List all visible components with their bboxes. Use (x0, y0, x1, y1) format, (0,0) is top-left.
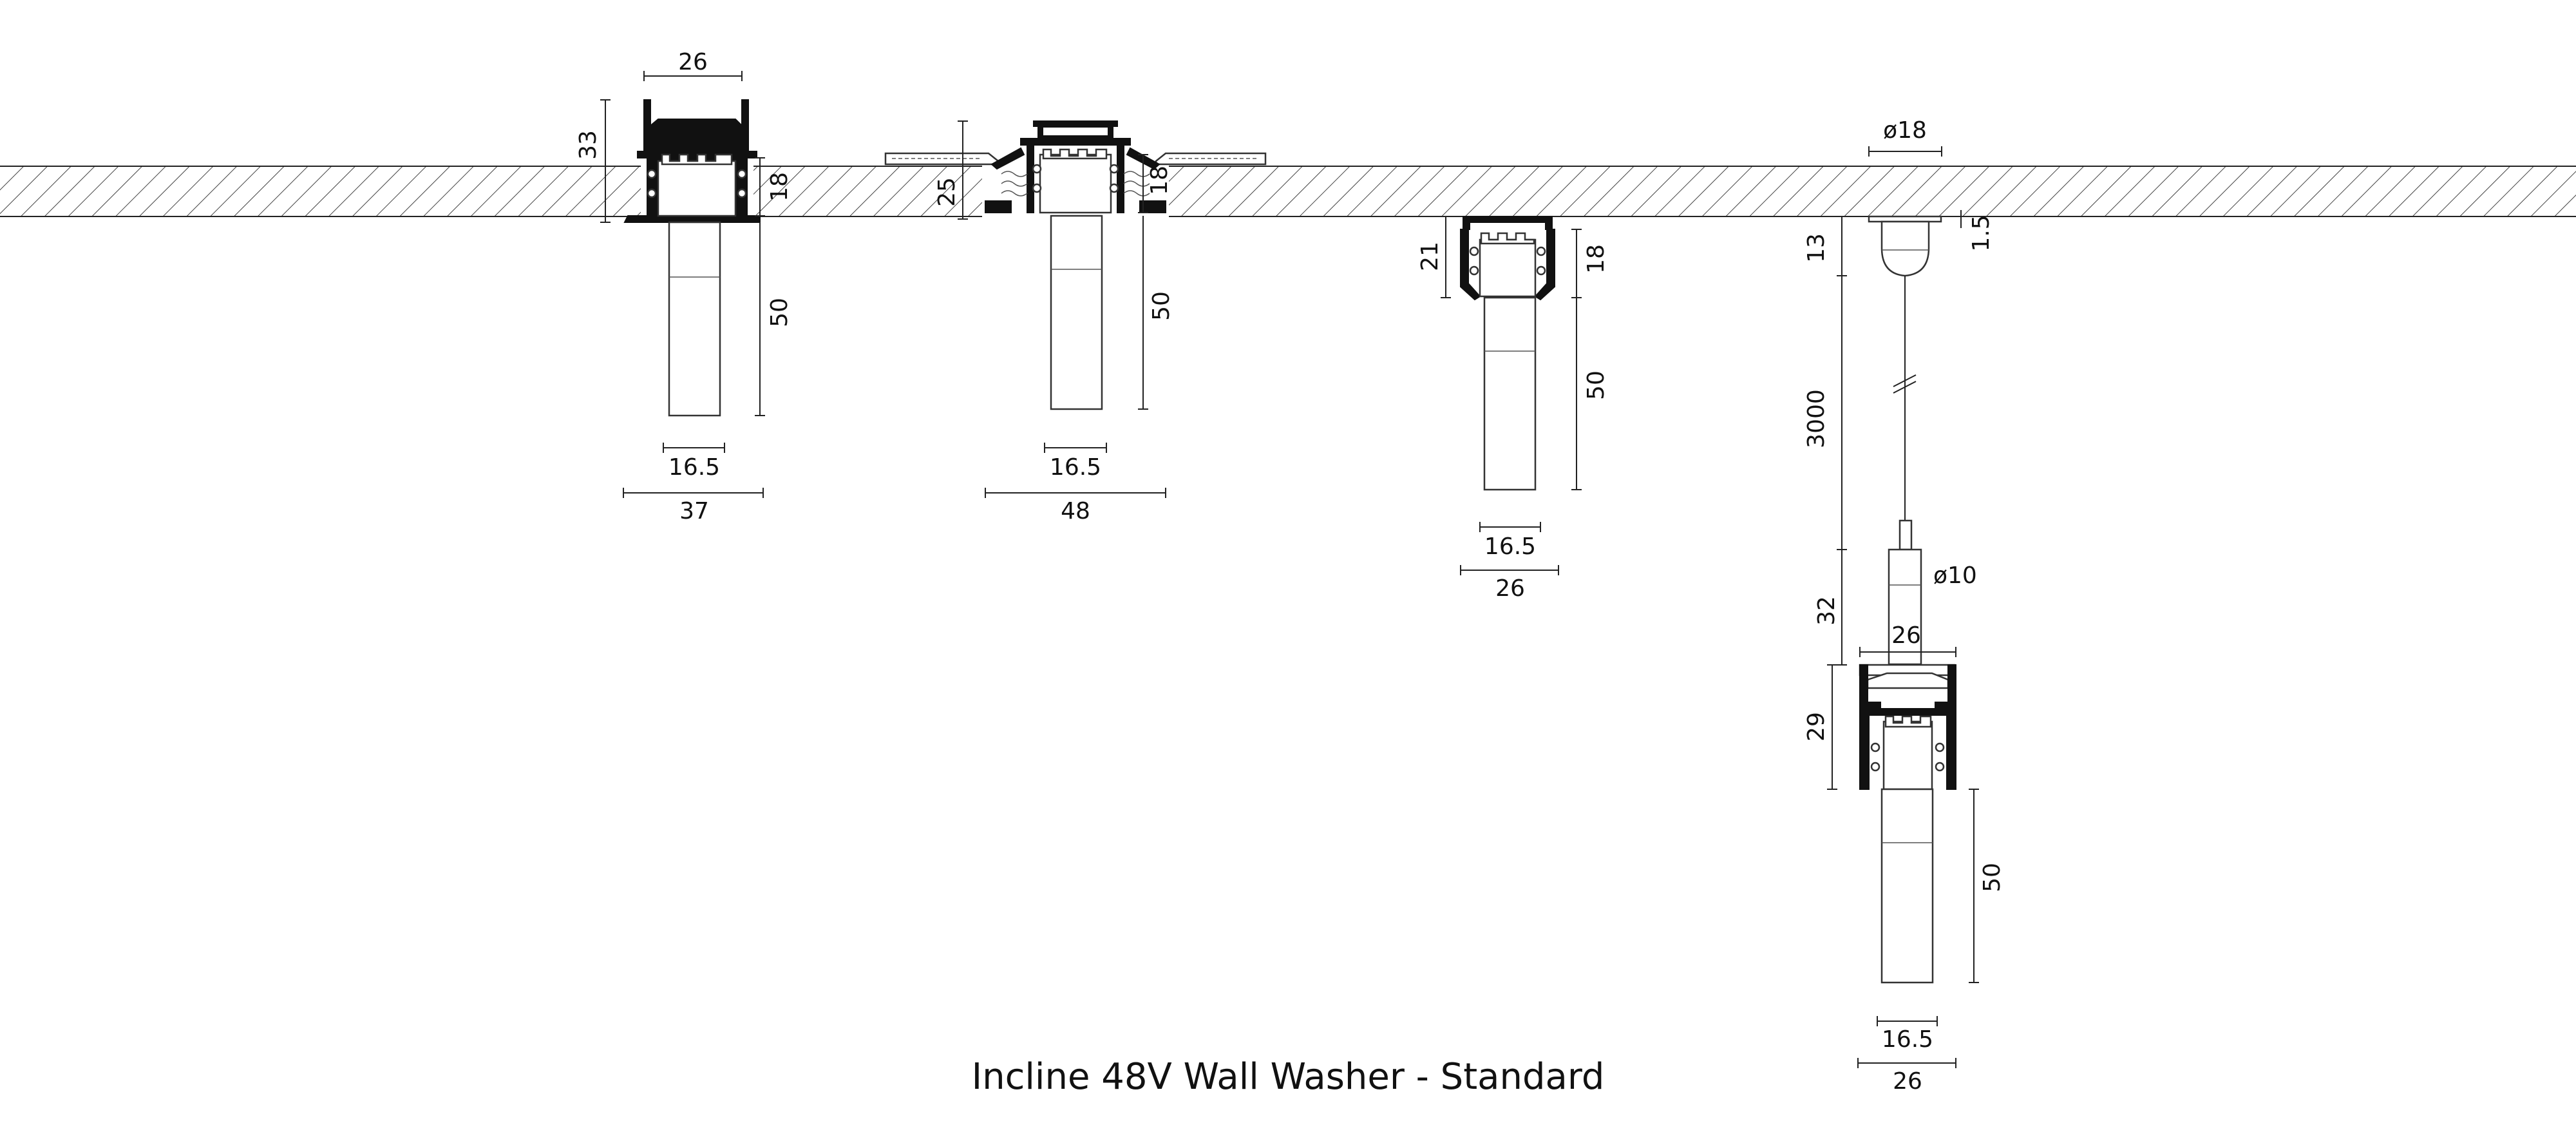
luminaire-body (668, 221, 721, 417)
dim-recess-depth: 18 (766, 172, 793, 202)
drawing-title: Incline 48V Wall Washer - Standard (972, 1056, 1605, 1098)
variant-plaster-in: 25 18 50 16.5 48 (884, 120, 1267, 524)
dim-body-width: 16.5 (1050, 454, 1101, 481)
dim-body-width: 16.5 (1882, 1026, 1933, 1053)
variant-pendant: ø18 1.5 13 3000 ø10 32 26 29 50 16.5 (1803, 117, 2005, 1095)
dim-body-length: 50 (1979, 863, 2005, 892)
dim-height-total: 33 (575, 130, 601, 160)
dim-canopy-plate: 1.5 (1968, 215, 1994, 251)
dim-bottom-width: 26 (1893, 1068, 1922, 1095)
dim-top-width: 26 (678, 49, 708, 75)
dim-cable-length: 3000 (1803, 389, 1830, 448)
dim-body-width: 16.5 (668, 454, 720, 481)
dim-grip-length: 32 (1814, 596, 1840, 626)
surface-profile (1463, 216, 1553, 230)
dim-profile-width: 26 (1891, 622, 1921, 649)
luminaire-body (1050, 215, 1103, 410)
dim-canopy-height: 13 (1803, 233, 1830, 263)
dim-body-length: 50 (766, 298, 793, 327)
dim-cable-grip-diameter: ø10 (1933, 562, 1977, 589)
dim-overall-width: 48 (1061, 498, 1090, 524)
luminaire-body (1483, 296, 1537, 491)
dim-recess-depth: 25 (934, 177, 960, 207)
pendant-profile (1859, 664, 1956, 790)
dim-body-length: 50 (1583, 370, 1609, 400)
cable-grip (1899, 519, 1913, 551)
dim-profile-height: 21 (1417, 242, 1443, 271)
dim-profile-width: 26 (1495, 575, 1525, 602)
canopy (1880, 220, 1930, 277)
dim-profile-height: 29 (1803, 712, 1830, 742)
variant-surface-mounted: 21 18 50 16.5 26 (1417, 216, 1609, 602)
dim-flange-width: 37 (679, 498, 709, 524)
dim-body-width: 16.5 (1484, 533, 1536, 560)
ceiling-slab (0, 166, 2576, 217)
dim-canopy-diameter: ø18 (1883, 117, 1927, 144)
dim-inner-height: 18 (1146, 166, 1173, 195)
variant-surface-recessed: 26 33 18 50 16.5 37 (575, 49, 793, 524)
luminaire-body (1880, 788, 1934, 984)
dim-inner-height: 18 (1583, 244, 1609, 274)
dim-body-length: 50 (1148, 291, 1175, 321)
